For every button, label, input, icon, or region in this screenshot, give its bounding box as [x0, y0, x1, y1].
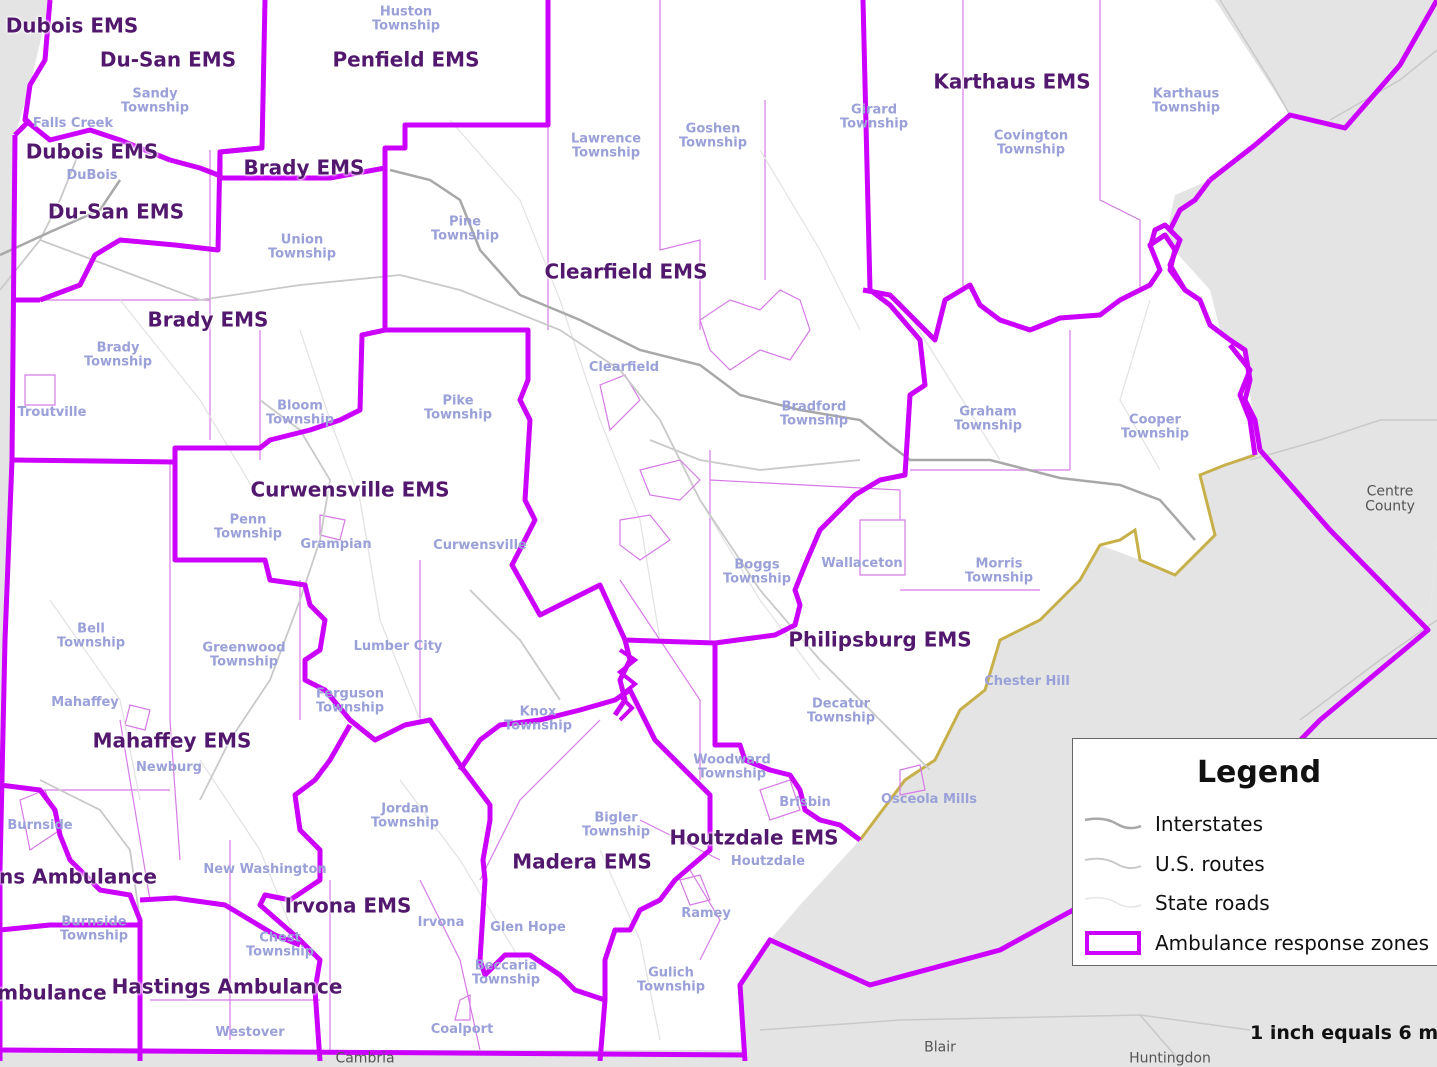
label-ramey: Ramey [681, 906, 731, 922]
label-goshen-township: Goshen Township [678, 121, 748, 150]
label-graham-township: Graham Township [953, 404, 1023, 433]
label-philipsburg-ems: Philipsburg EMS [788, 627, 972, 652]
label-lawrence-township: Lawrence Township [570, 131, 642, 160]
label-huston-township: Huston Township [371, 4, 441, 33]
label-wallaceton: Wallaceton [821, 556, 903, 572]
label-huntingdon-county: Huntingdon [1129, 1050, 1211, 1067]
label-houtzdale-ems: Houtzdale EMS [669, 825, 839, 850]
label-pike-township: Pike Township [423, 393, 493, 422]
label-cambria-county: Cambria [335, 1050, 395, 1067]
label-decatur-township: Decatur Township [806, 696, 876, 725]
label-dubois: DuBois [66, 168, 118, 184]
zone-box-icon [1085, 931, 1141, 955]
label-morris-township: Morris Township [964, 556, 1034, 585]
label-karthaus-ems: Karthaus EMS [933, 69, 1091, 94]
label-brady-ems: Brady EMS [147, 307, 269, 332]
label-osceola-mills: Osceola Mills [880, 792, 978, 808]
legend-title: Legend [1196, 755, 1322, 790]
label-penn-township: Penn Township [213, 512, 283, 541]
label-dubois-ems: Dubois EMS [25, 139, 159, 164]
label-chest-township: Chest Township [245, 930, 315, 959]
label-curwensville-ems: Curwensville EMS [250, 477, 450, 502]
label-glens-ambulance: ns Ambulance [0, 864, 157, 889]
label-coalport: Coalport [430, 1022, 494, 1038]
scale-text: 1 inch equals 6 m [1250, 1022, 1437, 1044]
label-jordan-township: Jordan Township [370, 801, 440, 830]
label-bigler-township: Bigler Township [581, 810, 651, 839]
label-woodward-township: Woodward Township [693, 752, 771, 781]
label-bradford-township: Bradford Township [779, 399, 849, 428]
label-falls-creek: Falls Creek [32, 116, 114, 132]
label-knox-township: Knox Township [503, 704, 573, 733]
label-sandy-township: Sandy Township [120, 86, 190, 115]
state-roads [49, 119, 1161, 1041]
label-chester-hill: Chester Hill [984, 674, 1070, 690]
label-grampian: Grampian [300, 537, 372, 553]
us-routes [0, 149, 931, 921]
us-route-line-icon [1084, 857, 1142, 870]
label-union-township: Union Township [267, 232, 337, 261]
label-covington-township: Covington Township [993, 128, 1069, 157]
label-brady-township: Brady Township [83, 340, 153, 369]
label-beccaria-township: Beccaria Township [471, 958, 541, 987]
label-irvona: Irvona [417, 915, 465, 931]
legend-item-ambulance-zones: Ambulance response zones [1083, 928, 1429, 958]
label-centre-county: Centre County [1365, 483, 1415, 514]
interstate-west [0, 179, 122, 257]
legend-label-state-roads: State roads [1155, 891, 1270, 915]
label-curwensville: Curwensville [433, 538, 527, 554]
label-troutville: Troutville [17, 405, 87, 421]
label-mahaffey-ems: Mahaffey EMS [92, 728, 252, 753]
label-clearfield-ems: Clearfield EMS [544, 259, 708, 284]
label-gulich-township: Gulich Township [636, 965, 706, 994]
label-mahaffey: Mahaffey [51, 695, 119, 711]
label-clearfield: Clearfield [588, 360, 660, 376]
label-boggs-township: Boggs Township [722, 557, 792, 586]
legend-label-ambulance-zones: Ambulance response zones [1155, 931, 1430, 955]
label-du-san-ems: Du-San EMS [47, 199, 185, 224]
label-burnside-township: Burnside Township [59, 914, 129, 943]
label-brisbin: Brisbin [779, 795, 831, 811]
label-new-washington: New Washington [203, 862, 327, 878]
label-penfield-ems: Penfield EMS [332, 47, 480, 72]
label-dubois-ems-top: Dubois EMS [5, 13, 139, 38]
label-cooper-township: Cooper Township [1120, 412, 1190, 441]
label-greenwood-township: Greenwood Township [202, 640, 286, 669]
label-newburg: Newburg [136, 760, 202, 776]
river-meanders [619, 289, 811, 561]
state-road-line-icon [1084, 896, 1142, 908]
label-blair-county: Blair [924, 1039, 956, 1056]
interstate-i80 [389, 168, 1196, 541]
label-madera-ems: Madera EMS [512, 849, 652, 874]
legend-item-interstates: Interstates [1083, 809, 1263, 839]
legend-item-state-roads: State roads [1083, 888, 1270, 918]
label-houtzdale: Houtzdale [730, 854, 806, 870]
legend-panel: Legend Interstates U.S. routes State roa… [1072, 738, 1437, 966]
label-irvona-ems: Irvona EMS [284, 893, 412, 918]
label-ferguson-township: Ferguson Township [315, 686, 385, 715]
label-du-san-ems-top: Du-San EMS [99, 47, 237, 72]
label-bloom-township: Bloom Township [265, 398, 335, 427]
label-ambulance-left: mbulance [0, 980, 107, 1005]
label-burnside: Burnside [7, 818, 73, 834]
legend-label-us-routes: U.S. routes [1155, 852, 1265, 876]
label-karthaus-township: Karthaus Township [1151, 86, 1221, 115]
legend-label-interstates: Interstates [1155, 812, 1264, 836]
label-bell-township: Bell Township [56, 621, 126, 650]
label-hastings-ambulance: Hastings Ambulance [111, 974, 343, 999]
label-girard-township: Girard Township [839, 102, 909, 131]
label-brady-ems-top: Brady EMS [243, 155, 365, 180]
zone-meander [616, 648, 639, 722]
county-boundary-line [858, 453, 1256, 841]
label-glen-hope: Glen Hope [490, 920, 566, 936]
interstate-line-icon [1084, 817, 1142, 830]
label-lumber-city: Lumber City [353, 639, 443, 655]
label-pine-township: Pine Township [430, 214, 500, 243]
label-westover: Westover [215, 1025, 285, 1041]
legend-item-us-routes: U.S. routes [1083, 849, 1265, 879]
